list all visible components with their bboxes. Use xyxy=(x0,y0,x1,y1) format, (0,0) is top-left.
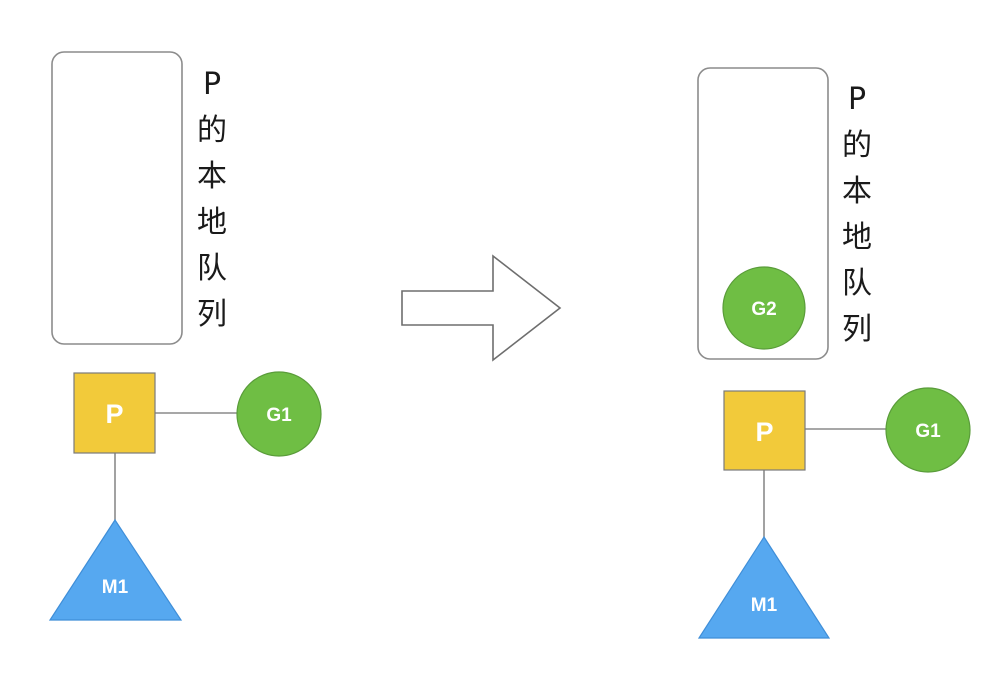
right-state: G2 P G1 M1 xyxy=(697,67,971,639)
right-queue-label-char: 本 xyxy=(842,174,872,209)
right-goroutine-g1 xyxy=(885,387,971,473)
right-processor xyxy=(723,390,806,471)
left-queue-label-char: 的 xyxy=(197,113,227,148)
left-queue-label-char: 队 xyxy=(197,251,227,286)
left-machine-m1 xyxy=(48,518,183,621)
left-local-queue xyxy=(51,51,183,345)
right-queue-label-char: 列 xyxy=(842,312,872,347)
left-goroutine-g1-label: G1 xyxy=(266,405,292,426)
right-queue-label-char: 的 xyxy=(842,128,872,163)
left-queue-label: P 的 本 地 队 列 xyxy=(192,62,232,338)
left-processor xyxy=(73,372,156,454)
right-processor-label: P xyxy=(755,417,773,447)
right-queue-label-char: 队 xyxy=(842,266,872,301)
right-machine-m1 xyxy=(697,535,831,639)
left-processor-label: P xyxy=(105,399,123,429)
right-queue-label: P 的 本 地 队 列 xyxy=(837,77,877,353)
left-queue-label-char: P xyxy=(202,67,222,102)
right-machine-m1-label: M1 xyxy=(751,595,778,616)
right-queue-label-char: 地 xyxy=(842,220,872,255)
left-queue-label-char: 列 xyxy=(197,297,227,332)
left-goroutine-g1 xyxy=(236,371,322,457)
right-queue-goroutine-g2-label: G2 xyxy=(751,299,776,320)
left-state: P G1 M1 xyxy=(48,51,322,621)
left-machine-m1-label: M1 xyxy=(102,577,129,598)
right-goroutine-g1-label: G1 xyxy=(915,421,941,442)
left-queue-label-char: 本 xyxy=(197,159,227,194)
right-queue-goroutine-g2 xyxy=(722,266,806,350)
left-queue-label-char: 地 xyxy=(197,205,227,240)
right-arrow-icon xyxy=(401,254,562,362)
right-queue-label-char: P xyxy=(847,82,867,117)
